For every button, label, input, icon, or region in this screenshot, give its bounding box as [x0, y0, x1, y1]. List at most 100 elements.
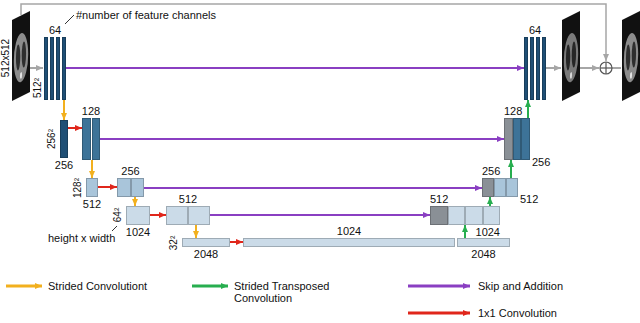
conv-1x1-arrow [230, 241, 243, 243]
feature-map-block: 1024 [126, 206, 150, 225]
lung-section [626, 43, 630, 71]
channel-count: 1024 [337, 225, 361, 237]
result-ct-slice [622, 11, 640, 101]
channel-bar [530, 37, 534, 100]
channel-bar [182, 238, 230, 247]
input-arrow [30, 67, 43, 69]
slice-ground [12, 11, 30, 101]
feature-map-block: 128256 [504, 118, 530, 160]
feature-map-block: 512 [86, 178, 98, 197]
map-size: 32² [168, 236, 180, 250]
channel-bar [504, 118, 513, 160]
lung-section [22, 41, 26, 69]
feature-map-block: 2048 [457, 238, 510, 247]
legend-text: Skip and Addition [478, 280, 563, 292]
legend-arrow [192, 285, 228, 288]
addition-symbol [605, 62, 606, 74]
channel-bar [457, 238, 510, 247]
channel-bar [465, 206, 483, 225]
legend-text: Strided Transposed Convolution [234, 280, 346, 304]
output-arrow [546, 67, 561, 69]
callout-note: #number of feature channels [76, 9, 216, 21]
channel-count: 64 [49, 24, 61, 36]
channel-count: 512 [520, 193, 538, 205]
transposed-conv-arrow [489, 197, 491, 206]
conv-1x1-arrow [98, 186, 117, 188]
feature-map-block: 64 [44, 37, 66, 100]
channel-count: 128 [504, 105, 522, 117]
feature-map-block: 64 [524, 37, 546, 100]
channel-bar [188, 206, 210, 225]
slice-ground [562, 11, 580, 101]
residual-line [21, 4, 606, 61]
lung-section [566, 43, 570, 71]
body-section [14, 30, 28, 86]
feature-map-block: 256512 [482, 178, 518, 197]
channel-bar [50, 37, 54, 100]
channel-count: 256 [55, 159, 73, 171]
transposed-conv-arrow [527, 100, 529, 118]
map-size: 128² [72, 178, 84, 198]
body-section [624, 30, 638, 86]
channel-bar [82, 118, 91, 160]
channel-bar [448, 206, 466, 225]
channel-count: 2048 [194, 248, 218, 260]
channel-count: 512 [83, 198, 101, 210]
channel-count: 64 [529, 24, 541, 36]
skip-arrow [144, 187, 482, 189]
channel-count: 512 [179, 193, 197, 205]
map-size: 256² [46, 129, 58, 149]
channel-bar [243, 238, 455, 247]
channel-bar [482, 178, 494, 197]
leader-line [112, 226, 117, 231]
legend-text: Strided Convolutiont [48, 280, 147, 292]
channel-bar [126, 206, 150, 225]
feature-map-block: 5121024 [430, 206, 500, 225]
skip-arrow [100, 138, 504, 140]
addition-symbol [600, 62, 612, 74]
slice-ground [622, 11, 640, 101]
feature-map-block: 2048 [182, 238, 230, 247]
channel-count: 128 [82, 105, 100, 117]
channel-count: 1024 [126, 226, 150, 238]
channel-bar [131, 178, 145, 197]
callout-note: height x width [48, 232, 115, 244]
strided-conv-arrow [134, 197, 136, 206]
transposed-conv-arrow [464, 225, 466, 238]
skip-arrow [210, 214, 430, 216]
feature-map-block: 256 [60, 120, 68, 158]
map-size: 64² [112, 208, 124, 222]
legend-arrow [6, 285, 42, 288]
lung-section [572, 41, 576, 69]
channel-bar [524, 37, 528, 100]
result-line [612, 67, 621, 69]
body-section [564, 30, 578, 86]
image-size: 512x512 [0, 39, 12, 77]
output-ct-slice [562, 11, 580, 101]
channel-count: 256 [482, 165, 500, 177]
conv-1x1-arrow [68, 127, 82, 129]
lung-section [16, 43, 20, 71]
strided-conv-arrow [63, 100, 65, 120]
transposed-conv-arrow [510, 160, 512, 178]
input-ct-slice [12, 11, 30, 101]
channel-count: 256 [532, 156, 550, 168]
legend-arrow [408, 312, 470, 315]
channel-count: 256 [121, 165, 139, 177]
channel-bar [117, 178, 131, 197]
channel-bar [506, 178, 518, 197]
sum-arrow [580, 67, 599, 69]
channel-bar [430, 206, 448, 225]
map-size: 512² [32, 78, 44, 98]
spine-section [20, 72, 22, 80]
channel-bar [513, 118, 522, 160]
channel-bar [92, 118, 101, 160]
feature-map-block: 128 [82, 118, 100, 160]
lung-section [632, 41, 636, 69]
channel-bar [166, 206, 188, 225]
channel-bar [60, 120, 68, 158]
spine-section [630, 72, 632, 80]
feature-map-block: 1024 [243, 238, 455, 247]
strided-conv-arrow [195, 225, 197, 238]
leader-line [65, 15, 74, 24]
